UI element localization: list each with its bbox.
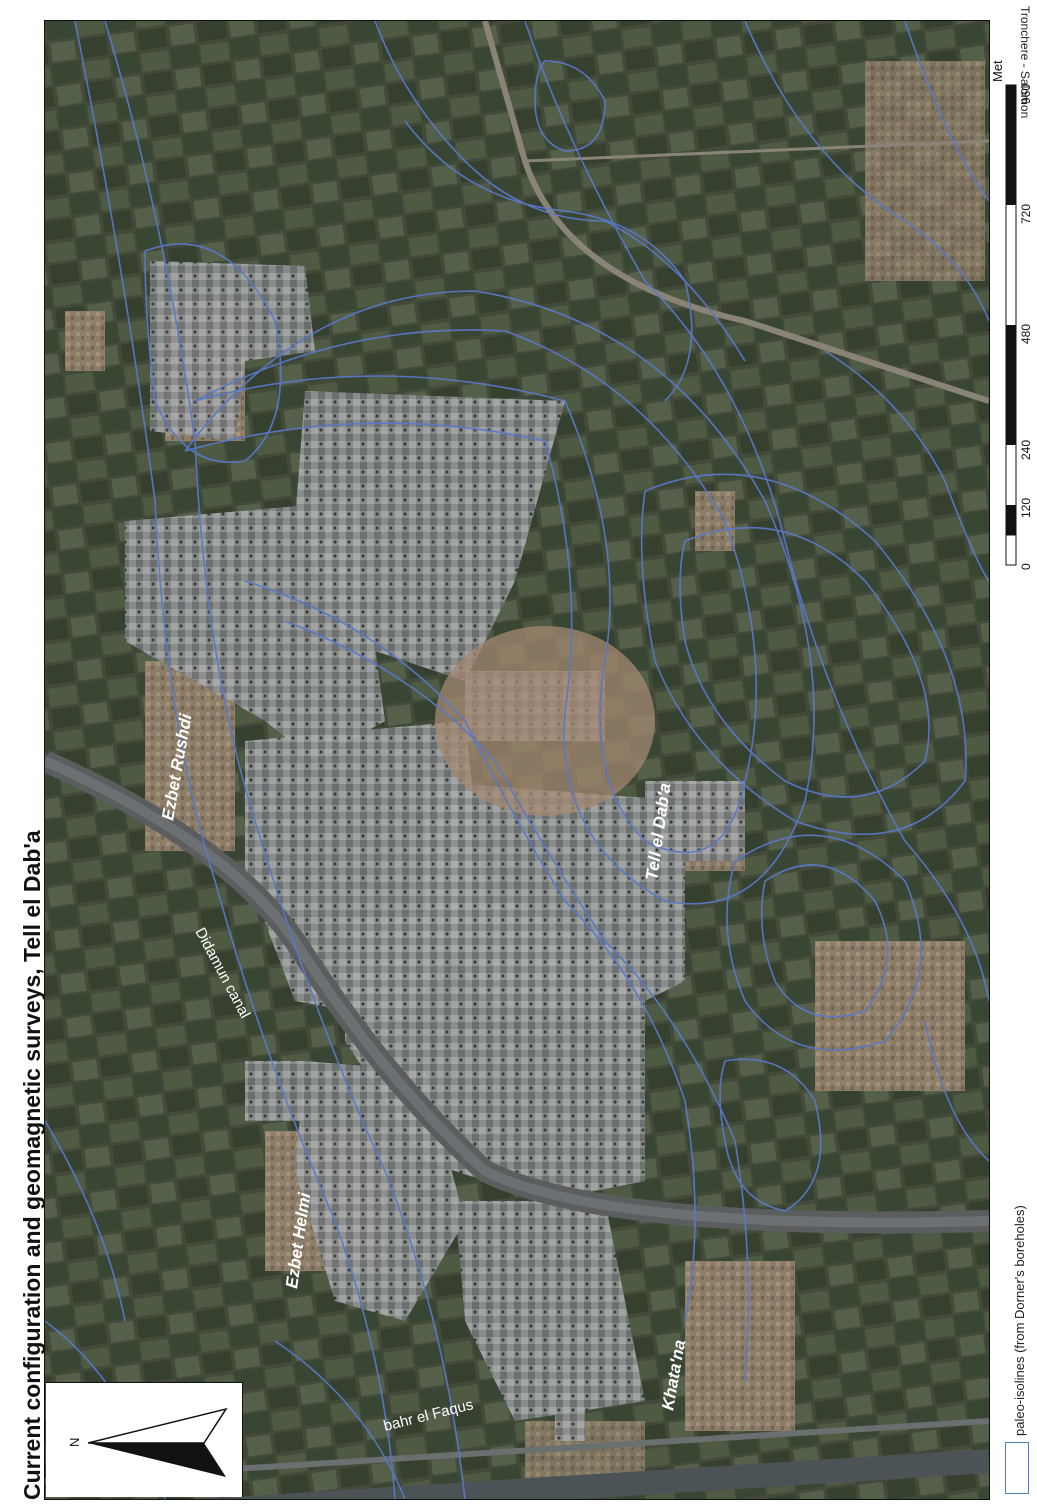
tell-mound <box>435 626 655 816</box>
scale-tick-120: 120 <box>1019 498 1033 518</box>
map-title: Current configuration and geomagnetic su… <box>19 830 45 1500</box>
legend-label: paleo-isolines (from Dorner's boreholes) <box>1012 1205 1027 1436</box>
scale-tick-960: 960 <box>1019 84 1033 104</box>
scale-tick-0: 0 <box>1019 563 1033 570</box>
satellite-map[interactable]: Ezbet Rushdi Tell el Dab'a Ezbet Helmi K… <box>45 21 989 1499</box>
scale-unit: Meters <box>990 60 1005 82</box>
legend-isoline-swatch <box>1005 1442 1029 1494</box>
scale-bar: 0 120 240 480 720 960 Meters <box>990 60 1033 570</box>
bahr-el-faqus <box>201 1449 989 1499</box>
scale-tick-240: 240 <box>1019 440 1033 460</box>
north-arrow-icon: N <box>67 1407 228 1477</box>
north-arrow-box: N <box>46 1382 243 1497</box>
title-strip: Current configuration and geomagnetic su… <box>0 0 45 1504</box>
scale-tick-720: 720 <box>1019 204 1033 224</box>
map-frame[interactable]: Ezbet Rushdi Tell el Dab'a Ezbet Helmi K… <box>44 20 990 1500</box>
paleo-isolines <box>45 21 989 1499</box>
scale-tick-480: 480 <box>1019 324 1033 344</box>
north-label: N <box>67 1438 82 1447</box>
geomagnetic-survey-areas <box>125 261 745 1441</box>
